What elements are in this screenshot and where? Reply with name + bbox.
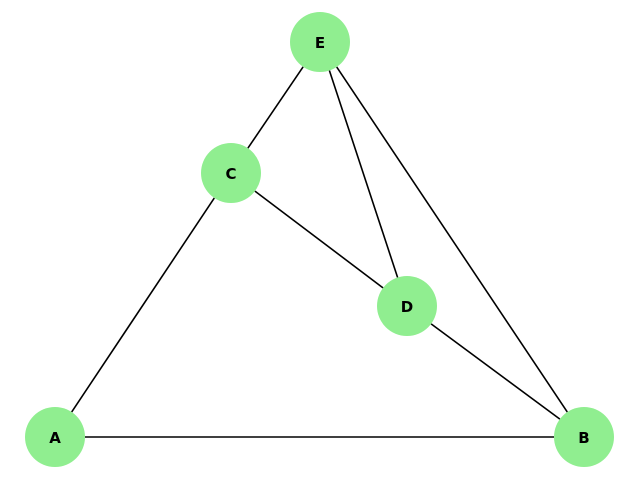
edge-layer <box>70 66 568 438</box>
graph-node-a[interactable]: A <box>25 407 85 467</box>
node-circle-e[interactable] <box>290 12 350 72</box>
graph-node-c[interactable]: C <box>201 143 261 203</box>
graph-node-b[interactable]: B <box>554 407 614 467</box>
graph-edge <box>336 66 568 413</box>
graph-edge <box>247 66 304 149</box>
node-circle-d[interactable] <box>377 276 437 336</box>
graph-node-d[interactable]: D <box>377 276 437 336</box>
node-circle-c[interactable] <box>201 143 261 203</box>
graph-edge <box>254 190 384 289</box>
graph-node-e[interactable]: E <box>290 12 350 72</box>
node-circle-b[interactable] <box>554 407 614 467</box>
graph-edge <box>70 197 216 413</box>
graph-edge <box>430 323 561 420</box>
graph-edge <box>328 70 399 278</box>
node-circle-a[interactable] <box>25 407 85 467</box>
